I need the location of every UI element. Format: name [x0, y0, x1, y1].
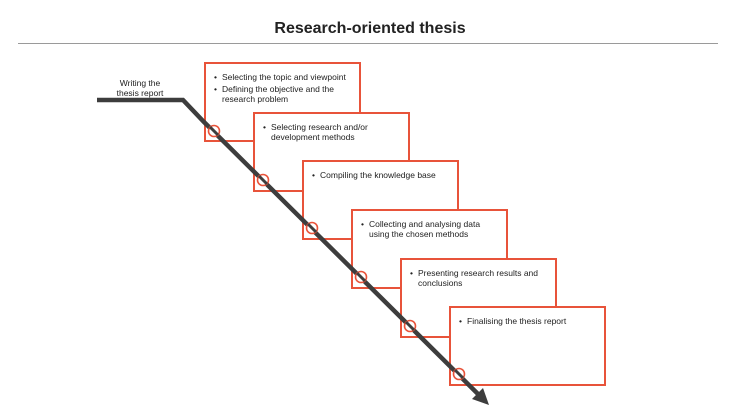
- step-3-bullet-1: Compiling the knowledge base: [312, 170, 449, 180]
- step-1-bullet-1: Selecting the topic and viewpoint: [214, 72, 351, 82]
- start-label: Writing the thesis report: [110, 78, 170, 98]
- start-label-line-1: Writing the: [119, 78, 161, 88]
- title-divider: [18, 43, 718, 44]
- diagram-title: Research-oriented thesis: [274, 20, 466, 37]
- start-label-line-2: thesis report: [116, 88, 164, 98]
- step-4-bullet-1: Collecting and analysing data using the …: [361, 219, 498, 239]
- step-6-bullet-1: Finalising the thesis report: [459, 316, 596, 326]
- step-2-bullet-1: Selecting research and/or development me…: [263, 122, 400, 142]
- step-5-bullet-1: Presenting research results and conclusi…: [410, 268, 547, 288]
- step-box-6: Finalising the thesis report: [449, 306, 606, 386]
- step-1-bullet-2: Defining the objective and the research …: [214, 84, 351, 104]
